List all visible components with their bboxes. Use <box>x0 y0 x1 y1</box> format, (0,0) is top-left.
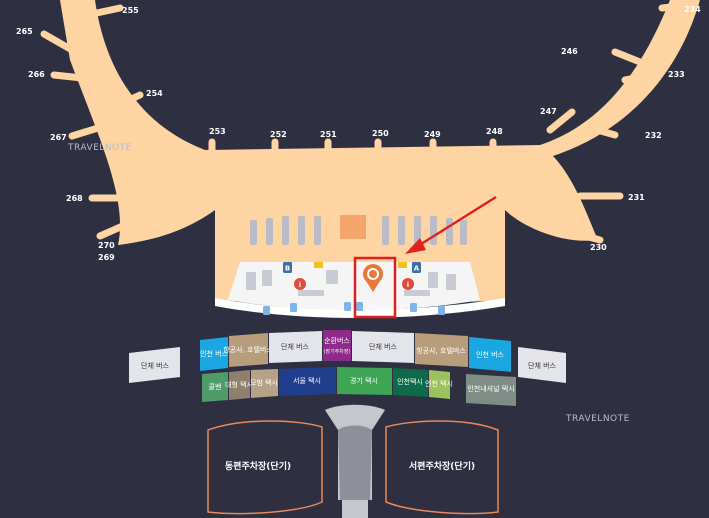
bus-stop-circular: 순환버스 (장기주차장) <box>323 330 351 361</box>
gate-label: 267 <box>50 133 67 142</box>
pointer-arrow <box>405 195 497 254</box>
svg-text:단체 버스: 단체 버스 <box>369 342 398 351</box>
gate-label: 249 <box>424 130 441 139</box>
svg-text:서편주차장(단기): 서편주차장(단기) <box>409 460 475 472</box>
bus-stop-incheon-right: 인천 버스 <box>469 337 511 372</box>
gate-connectors <box>40 2 684 244</box>
svg-text:경기 택시: 경기 택시 <box>350 376 378 385</box>
svg-text:콜밴: 콜밴 <box>209 382 222 391</box>
gate-label: 251 <box>320 130 337 139</box>
taxi-stop-callvan: 콜밴 <box>202 372 228 402</box>
svg-text:모범 택시: 모범 택시 <box>250 378 278 387</box>
svg-text:단체 버스: 단체 버스 <box>141 361 170 370</box>
parking-west: 서편주차장(단기) <box>385 420 499 515</box>
taxi-zone: 콜밴 대형 택시 모범 택시 서울 택시 경기 택시 인천택시 인천 택시 인 <box>202 367 516 406</box>
gate-label: 265 <box>16 27 33 36</box>
svg-text:대형 택시: 대형 택시 <box>225 380 253 389</box>
taxi-stop-incheon-2: 인천 택시 <box>425 370 453 399</box>
taxi-stop-large: 대형 택시 <box>225 370 253 400</box>
svg-text:인천 버스: 인천 버스 <box>200 349 229 358</box>
svg-text:서울 택시: 서울 택시 <box>293 376 321 385</box>
gate-label: 232 <box>645 131 662 140</box>
gate-label: 269 <box>98 253 115 262</box>
gate-label: 248 <box>486 127 503 136</box>
central-hall <box>340 215 366 239</box>
taxi-stop-incheon: 인천택시 <box>393 368 428 397</box>
exit-markers <box>263 302 445 315</box>
entrance-a-marker: A <box>412 262 421 273</box>
svg-text:A: A <box>414 265 420 273</box>
info-icon-left: i <box>294 278 306 290</box>
sign-yellow-left <box>314 262 323 268</box>
taxi-stop-seoul: 서울 택시 <box>279 367 336 396</box>
gate-label: 252 <box>270 130 287 139</box>
gate-label: 246 <box>561 47 578 56</box>
gate-label: 255 <box>122 6 139 15</box>
gate-label: 253 <box>209 127 226 136</box>
svg-text:i: i <box>299 281 301 289</box>
svg-text:항공사, 호텔버스: 항공사, 호텔버스 <box>223 345 273 354</box>
gate-label: 268 <box>66 194 83 203</box>
highlight-box <box>353 256 397 319</box>
svg-text:(장기주차장): (장기주차장) <box>324 348 351 355</box>
walkway <box>325 404 385 518</box>
svg-text:B: B <box>285 265 290 273</box>
bus-stop-group-right: 단체 버스 <box>518 347 566 383</box>
svg-text:항공사, 호텔버스: 항공사, 호텔버스 <box>416 346 466 355</box>
gate-label: 250 <box>372 129 389 138</box>
checkin-counters <box>250 216 467 245</box>
bus-stop-incheon-left: 인천 버스 <box>200 337 229 371</box>
watermark-top: TRAVELNOTE <box>67 143 132 153</box>
gate-label: 230 <box>590 243 607 252</box>
bus-stop-group-left: 단체 버스 <box>129 347 180 383</box>
taxi-stop-gyeonggi: 경기 택시 <box>337 367 392 395</box>
gate-label: 247 <box>540 107 557 116</box>
parking-east: 동편주차장(단기) <box>207 420 323 515</box>
svg-text:인천내셔널 택시: 인천내셔널 택시 <box>467 384 514 393</box>
gate-label: 231 <box>628 193 645 202</box>
gate-label: 233 <box>668 70 685 79</box>
svg-text:단체 버스: 단체 버스 <box>528 361 557 370</box>
bus-stop-airline-right: 항공사, 호텔버스 <box>415 333 468 367</box>
facility-blocks <box>246 270 456 296</box>
bus-zone: 단체 버스 단체 버스 인천 버스 항공사, 호텔버스 단체 버스 순환버스 (… <box>129 330 566 383</box>
svg-text:동편주차장(단기): 동편주차장(단기) <box>225 460 291 472</box>
taxi-stop-deluxe: 모범 택시 <box>250 369 278 398</box>
svg-text:순환버스: 순환버스 <box>324 336 350 345</box>
gate-label: 266 <box>28 70 45 79</box>
svg-text:인천 버스: 인천 버스 <box>476 350 505 359</box>
gate-label: 254 <box>146 89 163 98</box>
bus-stop-group-center-left: 단체 버스 <box>269 331 322 363</box>
location-pin-icon <box>363 264 383 292</box>
svg-text:단체 버스: 단체 버스 <box>281 342 310 351</box>
watermark-bottom: TRAVELNOTE <box>565 414 630 424</box>
taxi-stop-international: 인천내셔널 택시 <box>466 374 516 406</box>
svg-text:인천 택시: 인천 택시 <box>425 379 453 388</box>
gate-label: 270 <box>98 241 115 250</box>
bus-stop-group-center-right: 단체 버스 <box>352 331 414 363</box>
bus-stop-airline-left: 항공사, 호텔버스 <box>223 333 273 367</box>
info-icon-right: i <box>402 278 414 290</box>
entrance-b-marker: B <box>283 262 292 273</box>
gate-label: 234 <box>684 5 701 14</box>
frontage-curb <box>215 298 505 318</box>
svg-text:인천택시: 인천택시 <box>397 377 423 386</box>
sign-yellow-right <box>398 262 407 268</box>
svg-text:i: i <box>407 281 409 289</box>
gate-labels: 255 265 266 254 267 268 270 269 253 252 … <box>16 5 701 262</box>
